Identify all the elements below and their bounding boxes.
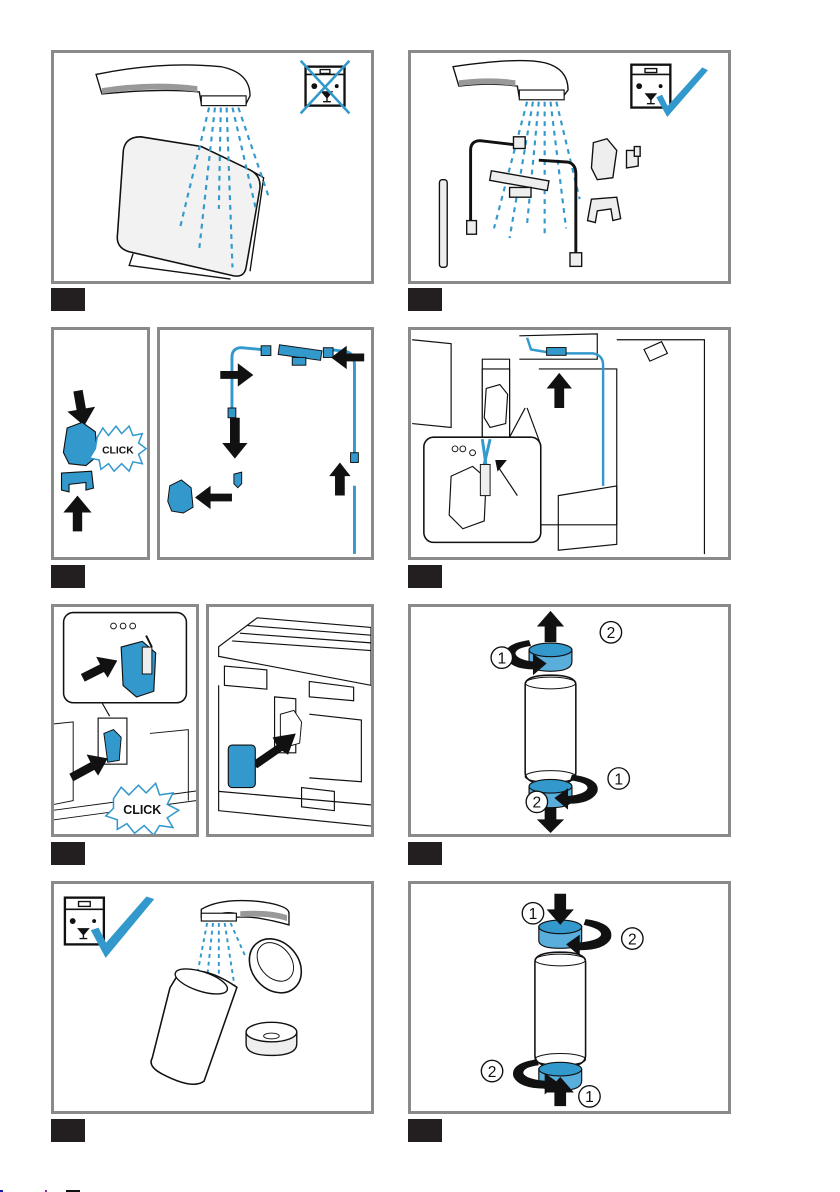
step-2-panel <box>408 50 731 284</box>
step-5a-illustration: CLICK <box>54 607 196 834</box>
step-6-illustration: 1 2 1 2 <box>411 607 728 834</box>
adapter-clip <box>292 357 306 365</box>
tube-adapter-mounted <box>547 348 566 356</box>
svg-text:2: 2 <box>533 795 542 812</box>
step-2-illustration <box>411 53 728 281</box>
step-marker: 2 <box>526 791 547 812</box>
arrow-right-icon <box>251 734 295 769</box>
step-8-illustration: 1 2 2 1 <box>411 884 728 1111</box>
water-filter <box>149 964 239 1089</box>
step-marker: 2 <box>481 1060 502 1081</box>
arrow-up-icon <box>63 496 91 532</box>
step-6-label <box>408 842 442 865</box>
arrow-up-icon <box>537 611 564 642</box>
step-4-illustration <box>411 330 728 557</box>
tap-icon <box>201 901 289 925</box>
arrow-up-icon <box>329 462 350 495</box>
arrow-left-icon <box>195 486 232 509</box>
dishwasher-check-icon <box>65 898 153 956</box>
step-marker: 2 <box>600 622 621 643</box>
step-5b-panel <box>206 604 374 837</box>
arrow-right-icon <box>220 363 253 386</box>
svg-text:2: 2 <box>607 625 616 642</box>
step-marker: 1 <box>608 768 629 789</box>
valve-assembled <box>168 480 193 513</box>
tap-icon <box>453 61 568 100</box>
milk-tubes <box>232 348 355 554</box>
step-7-label <box>51 1119 85 1142</box>
step-5a-panel: CLICK <box>51 604 199 837</box>
tube-connector <box>323 348 333 358</box>
step-7-panel <box>51 881 374 1114</box>
tube-end <box>351 453 359 463</box>
step-1-illustration <box>54 53 371 281</box>
step-3a-illustration: CLICK <box>54 330 147 557</box>
step-4-label <box>408 565 442 588</box>
milk-parts-illustration <box>439 137 640 268</box>
brew-cover-illustration <box>117 137 263 279</box>
step-7-illustration <box>54 884 371 1111</box>
tap-icon <box>96 65 250 106</box>
step-1-panel <box>51 50 374 284</box>
water-spray <box>494 102 580 238</box>
arrow-down-icon <box>222 418 247 459</box>
water-filter <box>525 675 576 784</box>
click-badge: CLICK <box>90 426 146 471</box>
water-filter <box>535 952 586 1067</box>
step-3a-panel: CLICK <box>51 327 150 560</box>
click-text: CLICK <box>102 445 134 456</box>
svg-text:1: 1 <box>529 906 538 923</box>
cover-part-blue <box>228 745 255 787</box>
svg-text:1: 1 <box>497 651 506 668</box>
step-8-label <box>408 1119 442 1142</box>
step-marker: 1 <box>522 903 543 924</box>
tube-connector <box>261 346 271 356</box>
step-5b-illustration <box>209 607 371 834</box>
filter-cap <box>239 928 312 1003</box>
svg-text:1: 1 <box>614 771 623 788</box>
click-text: CLICK <box>123 803 161 817</box>
svg-text:1: 1 <box>585 1089 594 1106</box>
arrow-right-icon <box>69 755 107 782</box>
arrow-up-icon <box>547 373 572 408</box>
tube-end <box>228 408 236 418</box>
step-marker: 2 <box>622 928 643 949</box>
step-3b-panel <box>157 327 374 560</box>
step-4-panel <box>408 327 731 560</box>
svg-text:2: 2 <box>488 1064 497 1081</box>
step-5-label <box>51 842 85 865</box>
step-marker: 1 <box>579 1086 600 1107</box>
svg-text:2: 2 <box>628 931 637 948</box>
valve-connector <box>234 472 242 488</box>
dishwasher-check-icon <box>631 65 706 116</box>
step-2-label <box>408 288 442 311</box>
detail-inset <box>64 613 187 717</box>
step-8-panel: 1 2 2 1 <box>408 881 731 1114</box>
filter-cap <box>246 1022 297 1055</box>
step-3b-illustration <box>160 330 371 557</box>
dishwasher-crossed-icon <box>301 61 350 114</box>
clip-part-blue <box>62 471 94 492</box>
step-1-label <box>51 288 85 311</box>
click-badge: CLICK <box>106 783 179 834</box>
valve-holder <box>98 718 127 764</box>
valve-holder <box>482 369 509 437</box>
step-3-label <box>51 565 85 588</box>
step-marker: 1 <box>491 647 512 668</box>
step-6-panel: 1 2 1 2 <box>408 604 731 837</box>
